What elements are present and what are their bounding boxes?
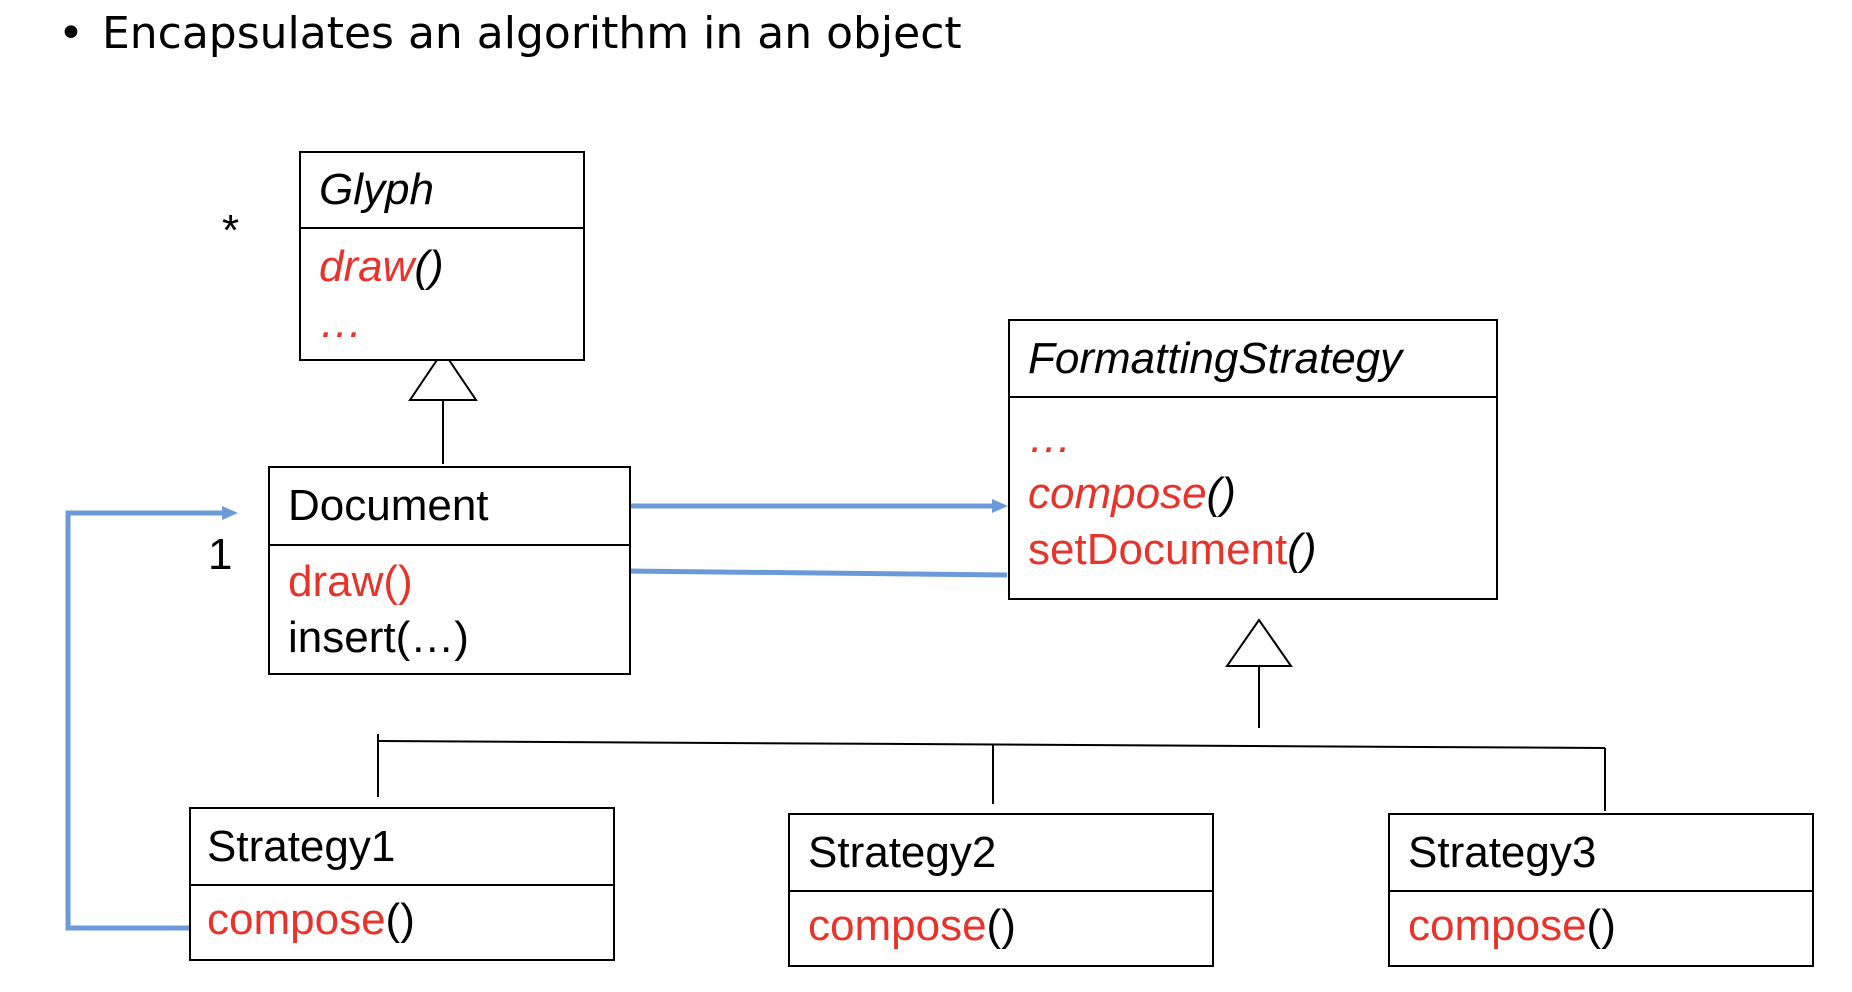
document-draw-op: draw() xyxy=(288,557,413,606)
strategy1-compose-parens: () xyxy=(385,895,415,944)
formatting-strategy-class: FormattingStrategy … compose() setDocume… xyxy=(1008,319,1498,600)
bullet-marker: • xyxy=(58,8,84,59)
glyph-class: Glyph draw() … xyxy=(299,151,585,361)
strategy-inheritance-triangle xyxy=(1225,618,1293,667)
glyph-draw-name: draw xyxy=(319,242,415,291)
strategy1-class-name: Strategy1 xyxy=(191,809,613,886)
strategy1-class: Strategy1 compose() xyxy=(189,807,615,961)
formatting-strategy-setdocument-name: setDocument xyxy=(1028,525,1288,574)
strategy3-class-name: Strategy3 xyxy=(1390,815,1812,892)
glyph-draw-parens: () xyxy=(414,242,444,291)
strategy3-class: Strategy3 compose() xyxy=(1388,813,1814,967)
strategy3-compose-parens: () xyxy=(1586,901,1616,950)
document-class: Document draw() insert(…) xyxy=(268,466,631,675)
bullet-point: • Encapsulates an algorithm in an object xyxy=(58,4,962,64)
document-operations: draw() insert(…) xyxy=(270,546,629,666)
glyph-inheritance-triangle xyxy=(408,349,478,401)
glyph-class-name: Glyph xyxy=(301,153,583,229)
strategy3-compose-op: compose() xyxy=(1408,898,1812,954)
bullet-text: Encapsulates an algorithm in an object xyxy=(101,8,962,59)
strategy1-to-document-arrow xyxy=(65,510,226,931)
strategy3-compose-name: compose xyxy=(1408,901,1587,950)
glyph-operations: draw() … xyxy=(301,229,583,351)
document-insert-op: insert(…) xyxy=(288,613,469,662)
multiplicity-one: 1 xyxy=(208,530,233,579)
formatting-strategy-class-name: FormattingStrategy xyxy=(1010,321,1496,398)
strategy-to-document-arrow xyxy=(625,568,1008,578)
formatting-strategy-compose-name: compose xyxy=(1028,469,1207,518)
multiplicity-many: * xyxy=(222,206,240,255)
formatting-strategy-setdocument-parens: () xyxy=(1287,525,1317,574)
formatting-strategy-compose-op: compose() xyxy=(1028,466,1496,522)
strategy2-class-name: Strategy2 xyxy=(790,815,1212,892)
strategy3-operations: compose() xyxy=(1390,892,1812,954)
strategy-tree-bar xyxy=(377,740,1606,749)
strategy2-compose-parens: () xyxy=(986,901,1016,950)
strategy2-compose-op: compose() xyxy=(808,898,1212,954)
glyph-ellipsis-op: … xyxy=(319,298,363,347)
strategy1-compose-name: compose xyxy=(207,895,386,944)
strategy2-compose-name: compose xyxy=(808,901,987,950)
document-to-strategy-arrowhead xyxy=(992,499,1008,513)
document-class-name: Document xyxy=(270,468,629,546)
strategy1-operations: compose() xyxy=(191,886,613,948)
glyph-draw-op: draw() xyxy=(319,239,583,295)
strategy2-operations: compose() xyxy=(790,892,1212,954)
formatting-strategy-compose-parens: () xyxy=(1206,469,1236,518)
strategy2-class: Strategy2 compose() xyxy=(788,813,1214,967)
formatting-strategy-ellipsis-op: … xyxy=(1028,413,1072,462)
formatting-strategy-setdocument-op: setDocument() xyxy=(1028,522,1496,578)
strategy1-compose-op: compose() xyxy=(207,892,613,948)
formatting-strategy-operations: … compose() setDocument() xyxy=(1010,398,1496,578)
strategy1-to-document-arrowhead xyxy=(222,506,238,520)
